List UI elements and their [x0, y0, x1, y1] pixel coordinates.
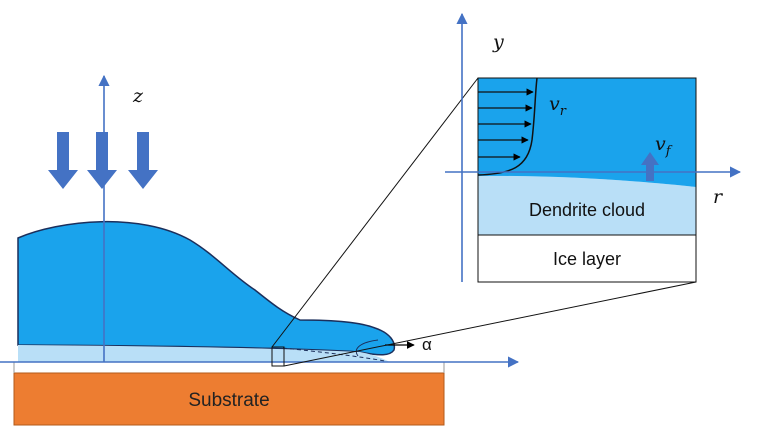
- z-axis-label: z: [132, 85, 144, 107]
- ice-layer-label: Ice layer: [553, 249, 621, 269]
- alpha-label: α: [422, 335, 432, 354]
- inset-panel: vr vf Dendrite cloud Ice layer: [477, 77, 697, 283]
- droplet-body: [17, 221, 396, 356]
- inset-dendrite-cloud: [478, 175, 696, 235]
- inset-liquid: [478, 78, 696, 176]
- inset-front-region: [478, 175, 696, 187]
- inset-y-label: y: [492, 31, 504, 53]
- substrate-block: [13, 372, 445, 426]
- down-arrow-icon: [48, 132, 158, 189]
- vr-label: vr: [549, 93, 567, 119]
- zoom-line-bottom: [283, 281, 697, 367]
- dendrite-layer: [18, 345, 390, 362]
- zoom-line-top: [271, 77, 479, 348]
- up-arrow-icon: [641, 152, 659, 181]
- inset-frame: [477, 77, 697, 283]
- dendrite-cloud-label: Dendrite cloud: [529, 200, 645, 220]
- contact-line-curve: [355, 339, 379, 357]
- dendrite-front-line: [282, 347, 386, 362]
- inset-r-label: r: [713, 186, 724, 208]
- zoom-region-box: [271, 346, 285, 367]
- substrate-label: Substrate: [188, 390, 269, 411]
- vf-label: vf: [655, 133, 673, 159]
